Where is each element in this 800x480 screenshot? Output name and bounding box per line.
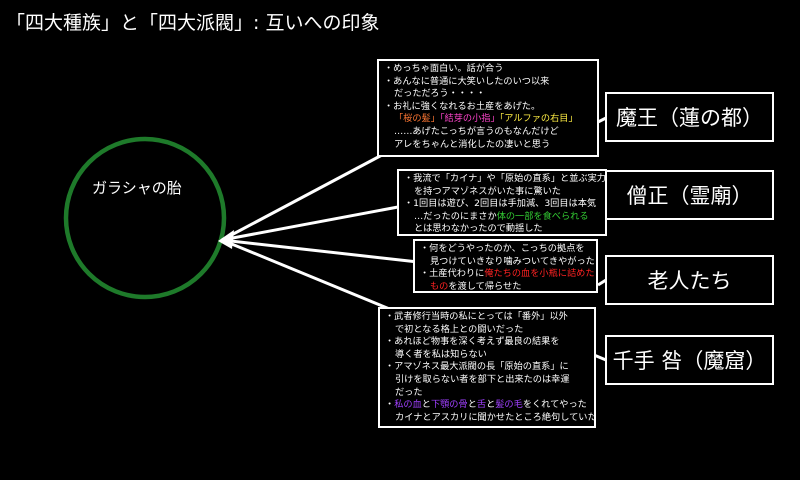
comment-box-rojin: ・何をどうやったのか、こっちの拠点を見つけていきなり噛みついてきやがった・土産代… [413, 239, 598, 293]
arrow-line-2 [221, 205, 399, 242]
highlighted-text: 舌 [476, 399, 487, 411]
comment-line: ものを渡して帰らせた [420, 281, 591, 294]
comment-text: で初となる格上との闘いだった [395, 323, 524, 335]
comment-box-senju: ・武者修行当時の私にとっては「番外」以外で初となる格上との闘いだった・あれほど物… [378, 307, 597, 428]
comment-text: ・アマゾネス最大派閥の長「原始の直系」に [385, 361, 569, 373]
comment-line: ・アマゾネス最大派閥の長「原始の直系」に [385, 361, 589, 374]
comment-text: とは思わなかったので動揺した [414, 223, 543, 235]
center-circle [63, 136, 227, 300]
comment-text: 引けを取らない者を部下と出来たのは幸運 [395, 373, 570, 385]
comment-line: ・1回目は遊び、2回目は手加減、3回目は本気 [404, 198, 600, 211]
comment-text: ・土産代わりに [420, 268, 485, 280]
comment-box-maou: ・めっちゃ面白い。話が合う・あんなに普通に大笑いしたのいつ以来だっただろう・・・… [377, 59, 599, 157]
arrow-line-3 [221, 238, 419, 264]
comment-line: 引けを取らない者を部下と出来たのは幸運 [385, 374, 589, 387]
comment-line: で初となる格上との闘いだった [385, 324, 589, 337]
connector-3 [597, 278, 607, 287]
comment-line: ・武者修行当時の私にとっては「番外」以外 [385, 311, 589, 324]
comment-line: カイナとアスカリに聞かせたところ絶句していた [385, 412, 597, 425]
comment-text: ・お礼に強くなれるお土産をあげた。 [384, 100, 541, 112]
comment-line: ・私の血と下顎の骨と舌と髪の毛をくれてやった [385, 399, 589, 412]
comment-text: を持つアマゾネスがいた事に驚いた [414, 185, 561, 197]
comment-line: ・あれほど物事を深く考えず最良の結果を [385, 336, 589, 349]
page-title: 「四大種族」と「四大派閥」: 互いへの印象 [6, 12, 380, 34]
connector-4 [593, 353, 607, 362]
comment-line: ・あんなに普通に大笑いしたのいつ以来 [384, 76, 592, 89]
group-label-sojo: 僧正（霊廟） [605, 170, 774, 220]
comment-line: ・めっちゃ面白い。話が合う [384, 63, 592, 76]
group-label-maou: 魔王（蓮の都） [605, 92, 774, 142]
comment-box-sojo: ・我流で「カイナ」や「原始の直系」と並ぶ実力を持つアマゾネスがいた事に驚いた・1… [397, 169, 607, 236]
comment-line: ・我流で「カイナ」や「原始の直系」と並ぶ実力 [404, 173, 606, 186]
highlighted-text: 「アルファの右目」 [499, 113, 578, 125]
comment-line: とは思わなかったので動揺した [404, 223, 600, 236]
center-label: ガラシャの胎 [92, 179, 182, 197]
highlighted-text: 下顎の骨 [430, 399, 468, 411]
comment-text: と [421, 399, 431, 411]
comment-line: 導く者を私は知らない [385, 349, 589, 362]
comment-line: ・土産代わりに俺たちの血を小瓶に詰めた [420, 268, 595, 281]
highlighted-text: 「結芽の小指」 [439, 113, 500, 125]
comment-text: ・武者修行当時の私にとっては「番外」以外 [385, 311, 568, 322]
comment-text: と [486, 399, 496, 411]
arrow-line-4 [221, 238, 393, 312]
comment-line: アレをちゃんと消化したの凄いと思う [384, 139, 592, 152]
comment-line: ……あげたこっちが言うのもなんだけど [384, 126, 592, 139]
comment-text: だった [395, 386, 423, 398]
arrow-line-1 [221, 153, 383, 242]
arrow-head [218, 230, 234, 249]
comment-line: 見つけていきなり噛みついてきやがった [420, 256, 595, 269]
comment-text: をくれてやった [522, 399, 587, 411]
comment-text: を渡して帰らせた [448, 280, 522, 292]
comment-text: ・あれほど物事を深く考えず最良の結果を [385, 336, 560, 348]
comment-line: ・何をどうやったのか、こっちの拠点を [420, 243, 591, 256]
comment-text: ・1回目は遊び、2回目は手加減、3回目は本気 [404, 198, 597, 210]
highlighted-text: 俺たちの血を小瓶に詰めた [484, 268, 595, 280]
comment-line: ・お礼に強くなれるお土産をあげた。 [384, 101, 592, 114]
comment-text: ・何をどうやったのか、こっちの拠点を [420, 243, 585, 254]
highlighted-text: 体の一部を食べられる [496, 210, 589, 222]
comment-text: と [467, 399, 477, 411]
comment-text: ・ [385, 399, 395, 411]
comment-text: 導く者を私は知らない [395, 348, 487, 360]
comment-line: を持つアマゾネスがいた事に驚いた [404, 186, 600, 199]
comment-text: 見つけていきなり噛みついてきやがった [430, 255, 595, 267]
comment-text: …だったのにまさか [414, 210, 497, 222]
comment-line: だった [385, 387, 589, 400]
highlighted-text: 髪の毛 [495, 399, 523, 411]
comment-line: …だったのにまさか体の一部を食べられる [404, 211, 600, 224]
comment-line: だっただろう・・・・ [384, 88, 592, 101]
comment-line: 「桜の髪」「結芽の小指」「アルファの右目」 [384, 113, 592, 126]
connector-1 [597, 116, 607, 124]
comment-text: ・あんなに普通に大笑いしたのいつ以来 [384, 75, 550, 87]
comment-text: ……あげたこっちが言うのもなんだけど [394, 125, 559, 137]
highlighted-text: 「桜の髪」 [394, 113, 440, 125]
comment-text: アレをちゃんと消化したの凄いと思う [394, 138, 551, 150]
group-label-rojin: 老人たち [605, 255, 774, 305]
comment-text: ・めっちゃ面白い。話が合う [384, 63, 504, 74]
group-label-senju: 千手 咎（魔窟） [605, 335, 774, 385]
highlighted-text: もの [430, 280, 449, 292]
comment-text: ・我流で「カイナ」や「原始の直系」と並ぶ実力 [404, 173, 606, 184]
highlighted-text: 私の血 [394, 399, 422, 411]
comment-text: カイナとアスカリに聞かせたところ絶句していた [395, 411, 597, 423]
comment-text: だっただろう・・・・ [394, 88, 486, 100]
